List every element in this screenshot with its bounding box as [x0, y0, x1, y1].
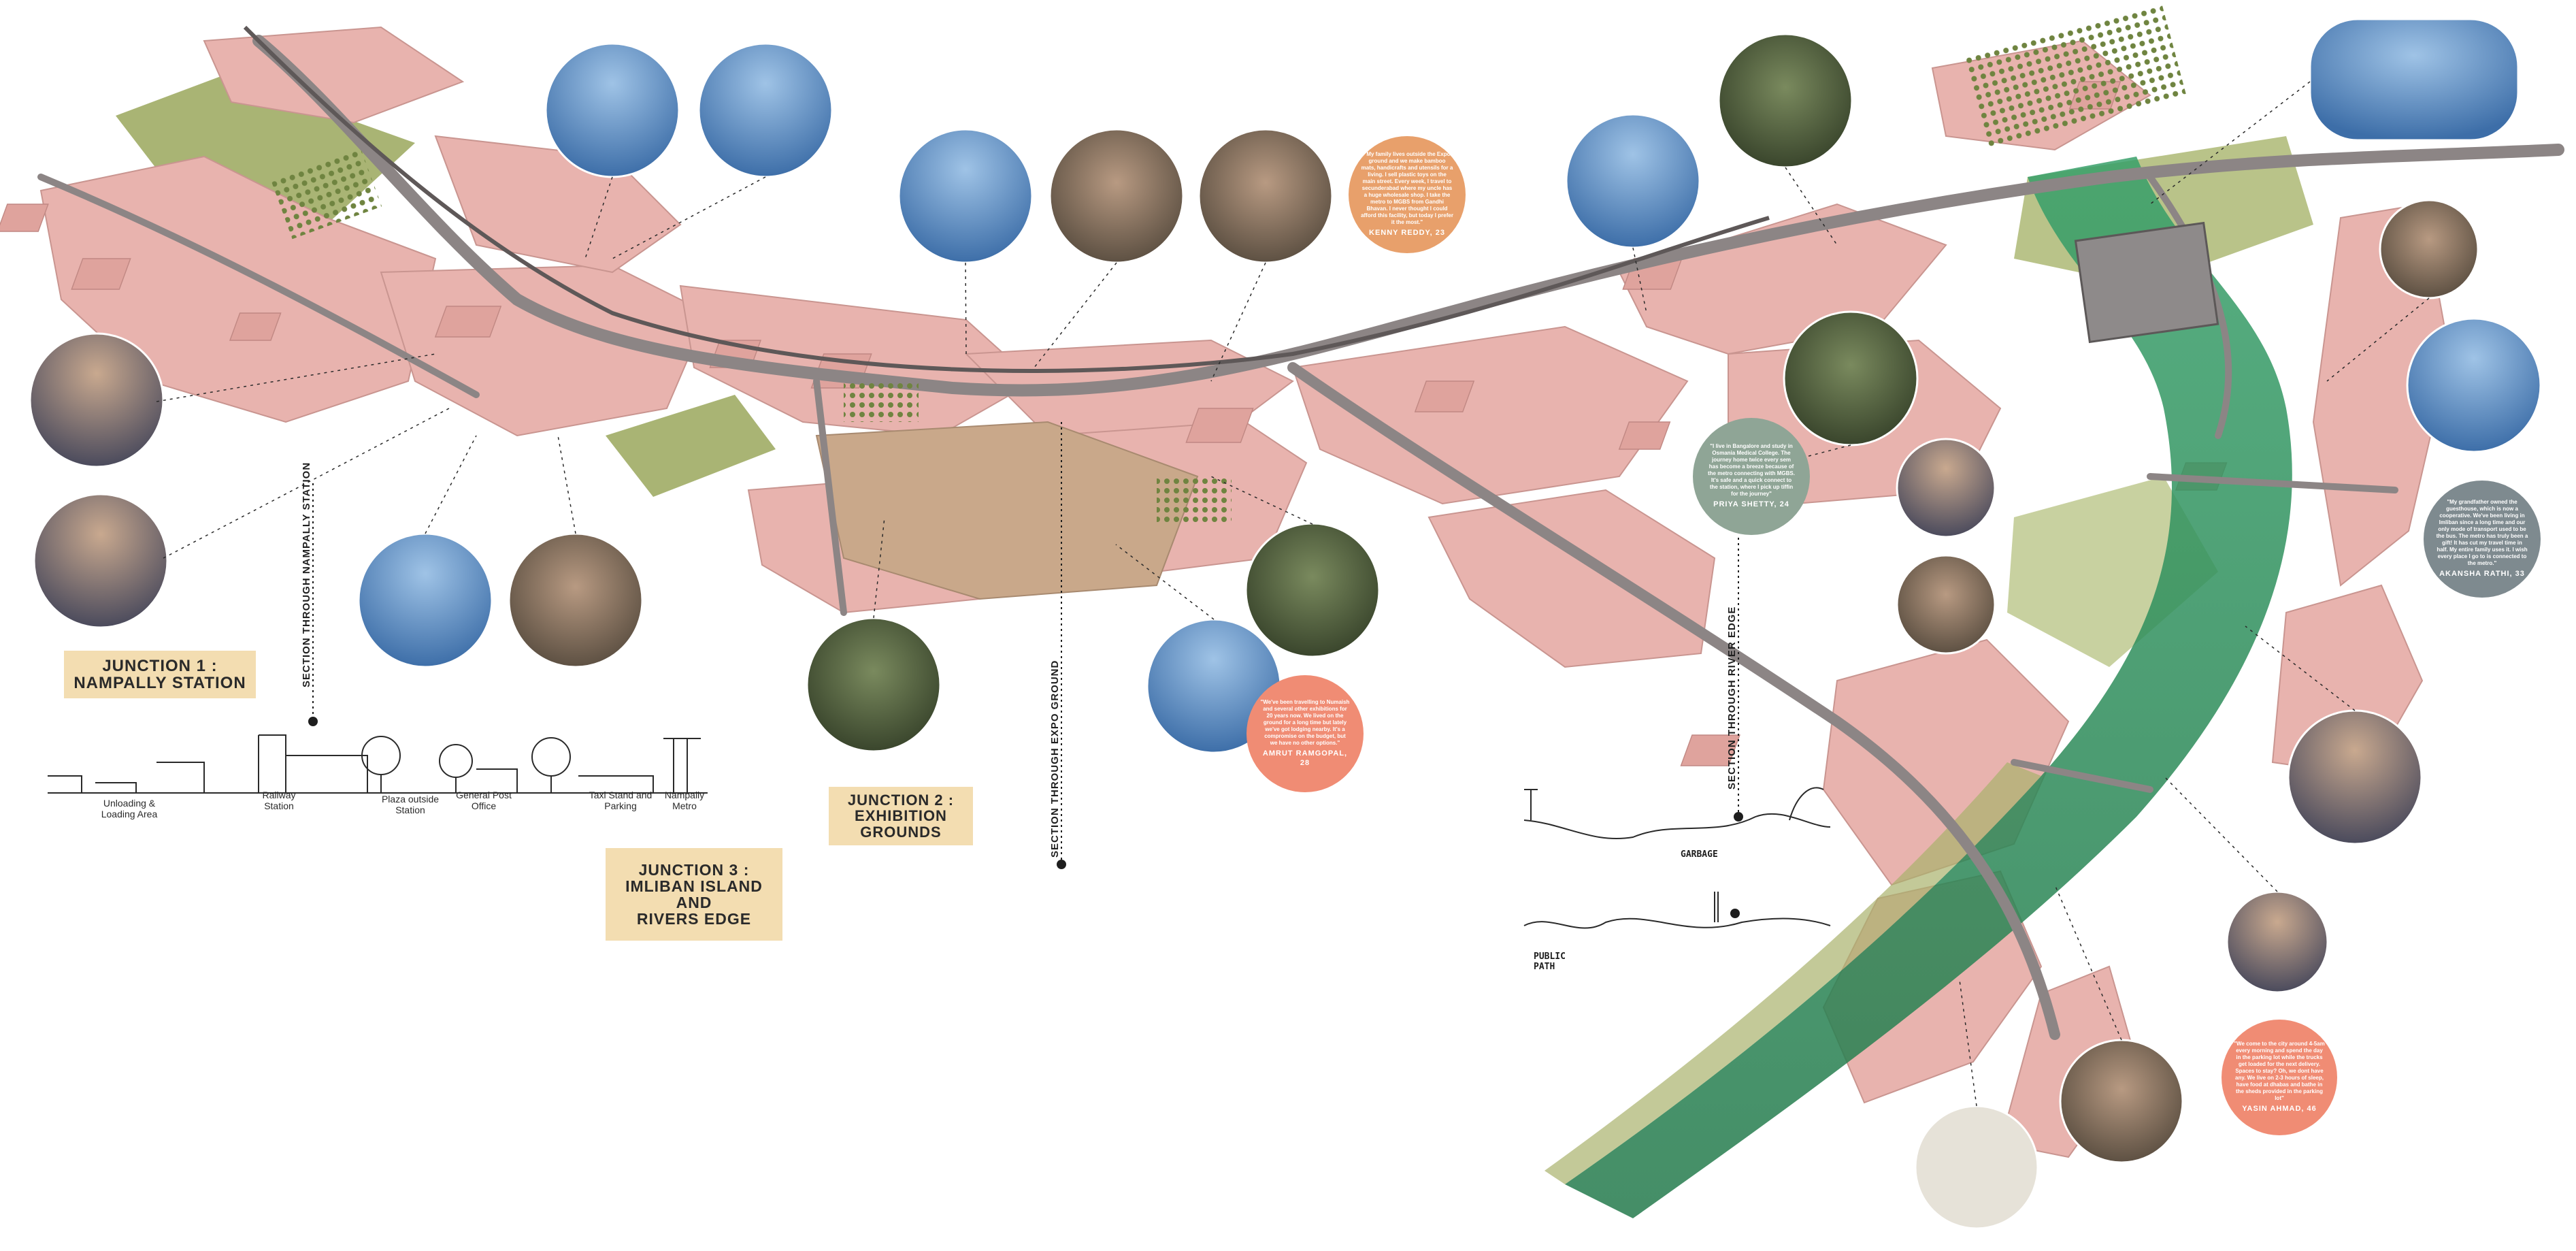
metro-line — [243, 25, 1770, 373]
nampally-section-sketch — [48, 734, 708, 794]
section-title-expo: SECTION THROUGH EXPO GROUND — [1049, 660, 1061, 858]
photo-circle — [897, 128, 1034, 264]
quote-text: "We've been travelling to Numaish and se… — [1260, 699, 1350, 747]
photo-circle — [2406, 317, 2542, 453]
section-label-unloading: Unloading & Loading Area — [101, 798, 158, 820]
section-end-dots — [308, 717, 1743, 918]
quote-yasin-ahmad: "We come to the city around 4-5am every … — [2222, 1020, 2337, 1135]
photo-circle — [1914, 1105, 2039, 1230]
quote-text: "My family lives outside the Expo ground… — [1361, 151, 1453, 226]
junction-1-line-2: NAMPALLY STATION — [73, 674, 246, 692]
photo-circle — [1565, 113, 1701, 249]
section-label-taxi: Taxi Stand and Parking — [589, 790, 653, 812]
quote-author: AKANSHA RATHI, 33 — [2439, 570, 2525, 579]
river-label-garbage: GARBAGE — [1681, 849, 1718, 860]
junction-2-label: JUNCTION 2 : EXHIBITION GROUNDS — [829, 787, 973, 845]
junction-3-label: JUNCTION 3 : IMLIBAN ISLAND AND RIVERS E… — [606, 848, 782, 941]
junction-3-line-3: AND — [676, 894, 712, 911]
photo-circle — [806, 617, 942, 753]
junction-1-line-1: JUNCTION 1 : — [102, 656, 218, 675]
junction-3-line-2: IMLIBAN ISLAND — [625, 877, 763, 895]
leader-lines — [156, 81, 2430, 1107]
section-label-plaza: Plaza outside Station — [381, 794, 440, 816]
section-label-post-office: General Post Office — [456, 790, 512, 812]
photo-circle — [1198, 128, 1334, 264]
photo-circle — [29, 332, 165, 468]
section-label-metro: Nampally Metro — [664, 790, 705, 812]
photo-circle — [1896, 554, 1996, 655]
photo-circle — [2287, 709, 2423, 845]
section-label-railway: Railway Station — [262, 790, 296, 812]
quote-text: "We come to the city around 4-5am every … — [2234, 1041, 2325, 1102]
quote-author: KENNY REDDY, 23 — [1369, 229, 1445, 238]
junction-2-line-1: JUNCTION 2 : — [847, 792, 955, 809]
photo-circle — [2379, 199, 2479, 299]
photo-circle — [2059, 1039, 2184, 1164]
photo-circle — [1244, 522, 1381, 658]
section-cut-lines — [312, 422, 1739, 864]
junction-3-line-1: JUNCTION 3 : — [638, 860, 750, 879]
section-title-river: SECTION THROUGH RIVER EDGE — [1726, 606, 1738, 790]
quote-kenny-reddy: "My family lives outside the Expo ground… — [1349, 136, 1466, 253]
musi-river — [1565, 157, 2292, 1218]
junction-2-line-2: EXHIBITION — [855, 807, 947, 825]
photo-circle — [33, 493, 169, 629]
quote-akansha-rathi: "My grandfather owned the guesthouse, wh… — [2424, 481, 2541, 598]
photo-rounded — [2309, 18, 2520, 142]
tree-clusters — [271, 2, 2187, 524]
quote-text: "My grandfather owned the guesthouse, wh… — [2436, 499, 2528, 567]
photo-circle — [1783, 310, 1919, 446]
photo-circle — [1717, 33, 1853, 169]
photo-circle — [508, 532, 644, 668]
quote-author: PRIYA SHETTY, 24 — [1713, 500, 1789, 509]
section-title-nampally: SECTION THROUGH NAMPALLY STATION — [301, 461, 312, 687]
quote-text: "I live in Bangalore and study in Osmani… — [1707, 443, 1795, 498]
junction-3-line-4: RIVERS EDGE — [636, 910, 752, 928]
photo-circle — [544, 42, 680, 178]
photo-circle — [1896, 438, 1996, 538]
quote-author: YASIN AHMAD, 46 — [2242, 1105, 2317, 1114]
imliban-bus-station — [2074, 221, 2219, 344]
photo-circle — [697, 42, 833, 178]
photo-circle — [1048, 128, 1185, 264]
junction-1-label: JUNCTION 1 : NAMPALLY STATION — [64, 651, 256, 698]
river-section-sketches — [1523, 787, 1831, 929]
river-label-public-path: PUBLIC PATH — [1534, 952, 1566, 972]
quote-amrut-ramgopal: "We've been travelling to Numaish and se… — [1246, 675, 1364, 792]
quote-priya-shetty: "I live in Bangalore and study in Osmani… — [1693, 418, 1810, 535]
quote-author: AMRUT RAMGOPAL, 28 — [1262, 749, 1348, 767]
junction-2-line-3: GROUNDS — [860, 823, 942, 841]
photo-circles — [29, 18, 2542, 1230]
exhibition-grounds — [815, 421, 1199, 600]
photo-circle — [357, 532, 493, 668]
riverbank — [1545, 762, 2041, 1184]
photo-circle — [2226, 890, 2329, 994]
